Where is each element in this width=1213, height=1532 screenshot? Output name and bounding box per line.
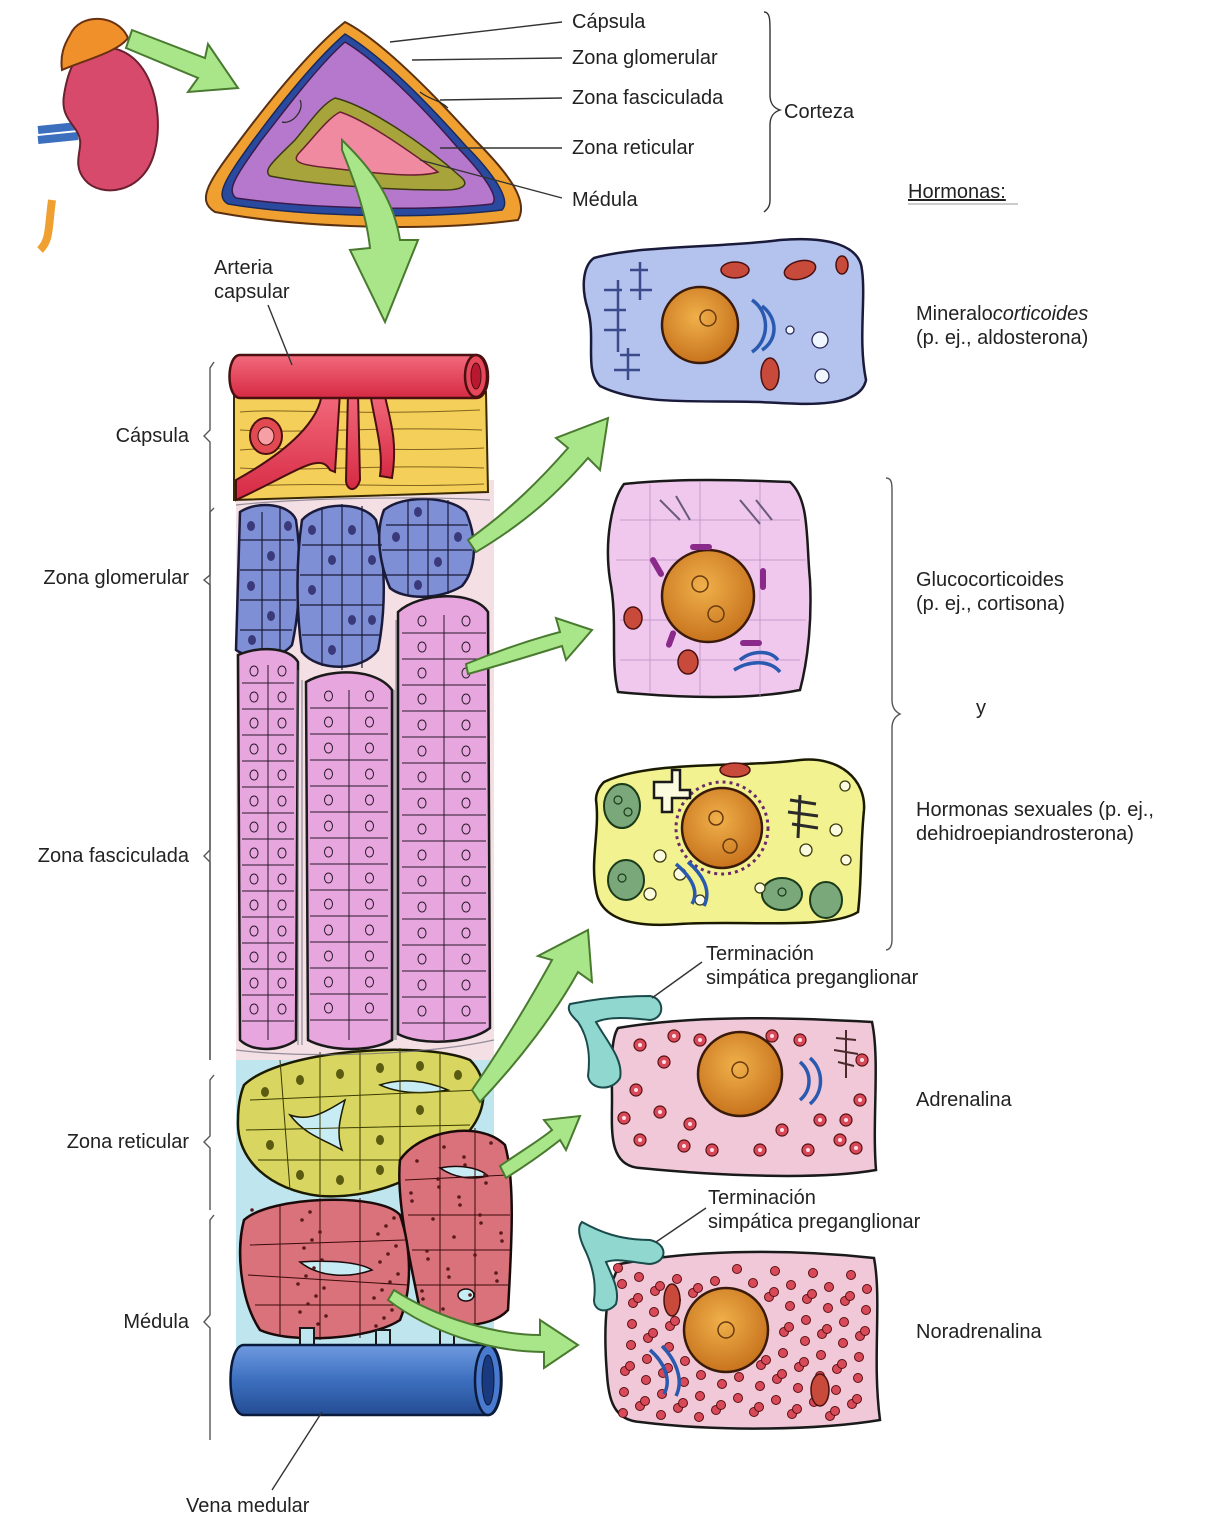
zone-label-zona-reticular: Zona reticular bbox=[67, 1130, 189, 1154]
gluco-label-line2: (p. ej., cortisona) bbox=[916, 592, 1065, 616]
arrow-to-adrenalina-icon bbox=[500, 1116, 580, 1178]
zone-label-medula: Médula bbox=[123, 1310, 189, 1334]
section-label-zona-glomerular: Zona glomerular bbox=[572, 46, 718, 70]
section-label-capsula: Cápsula bbox=[572, 10, 645, 34]
nerve-label-1-line2: simpática preganglionar bbox=[706, 966, 918, 990]
noradrenalina-cell bbox=[605, 1252, 880, 1429]
zone-label-capsula: Cápsula bbox=[116, 424, 189, 448]
sexual-label-line2: dehidroepiandrosterona) bbox=[916, 822, 1134, 846]
arteria-capsular-label-line1: Arteria bbox=[214, 256, 273, 280]
arteria-capsular-label-line2: capsular bbox=[214, 280, 290, 304]
nerve-label-2-line1: Terminación bbox=[708, 1186, 816, 1210]
noradrenalina-label: Noradrenalina bbox=[916, 1320, 1042, 1344]
mineralo-cell bbox=[584, 239, 866, 404]
section-label-medula: Médula bbox=[572, 188, 638, 212]
gluco-cell bbox=[608, 480, 811, 697]
zone-brackets bbox=[204, 362, 214, 1440]
section-label-zona-fasciculada: Zona fasciculada bbox=[572, 86, 723, 110]
medullary-vein bbox=[231, 1345, 502, 1415]
y-label: y bbox=[976, 696, 986, 720]
nerve-label-1-line1: Terminación bbox=[706, 942, 814, 966]
zone-label-zona-fasciculada: Zona fasciculada bbox=[38, 844, 189, 868]
adrenalina-label: Adrenalina bbox=[916, 1088, 1012, 1112]
mineralo-label-line1: Mineralocorticoides bbox=[916, 302, 1088, 326]
adrenalina-cell bbox=[612, 1018, 876, 1176]
nerve-label-2-line2: simpática preganglionar bbox=[708, 1210, 920, 1234]
hormones-header: Hormonas: bbox=[908, 180, 1006, 204]
mineralo-label-line2: (p. ej., aldosterona) bbox=[916, 326, 1088, 350]
gluco-label-line1: Glucocorticoides bbox=[916, 568, 1064, 592]
capsular-artery bbox=[230, 355, 489, 398]
corteza-label: Corteza bbox=[784, 100, 854, 124]
tissue-column bbox=[230, 355, 512, 1415]
zone-label-zona-glomerular: Zona glomerular bbox=[43, 566, 189, 590]
vena-medular-label: Vena medular bbox=[186, 1494, 309, 1518]
sexual-cell bbox=[594, 760, 864, 925]
sexual-label-line1: Hormonas sexuales (p. ej., bbox=[916, 798, 1154, 822]
hormone-bracket bbox=[886, 478, 900, 950]
section-label-zona-reticular: Zona reticular bbox=[572, 136, 694, 160]
